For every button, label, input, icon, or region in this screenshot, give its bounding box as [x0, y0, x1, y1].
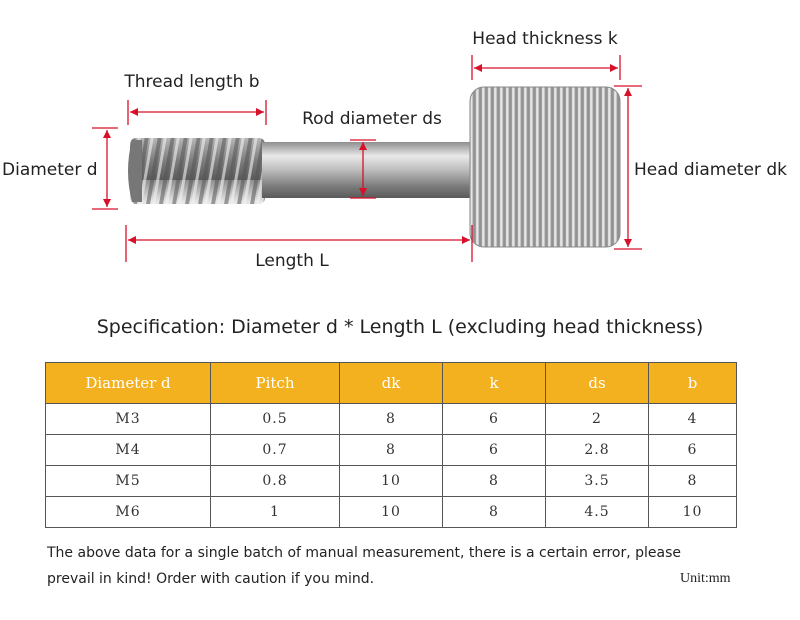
label-head-diameter: Head diameter dk	[634, 160, 787, 180]
cell-k: 6	[442, 403, 546, 435]
note-line-2: prevail in kind! Order with caution if y…	[47, 571, 375, 587]
label-head-thickness: Head thickness k	[472, 29, 618, 49]
spec-table: Diameter d Pitch dk k ds b M3 0.5 8 6 2 …	[45, 362, 737, 528]
table-row: M3 0.5 8 6 2 4	[45, 403, 737, 435]
cell-k: 8	[442, 496, 546, 528]
cell-pitch: 0.5	[210, 403, 340, 435]
note-line-1: The above data for a single batch of man…	[47, 545, 682, 561]
label-thread-length: Thread length b	[123, 72, 259, 92]
cell-b: 8	[648, 465, 737, 497]
header-k: k	[442, 362, 546, 404]
cell-dk: 8	[339, 434, 443, 466]
cell-pitch: 1	[210, 496, 340, 528]
table-row: M5 0.8 10 8 3.5 8	[45, 465, 737, 497]
header-b: b	[648, 362, 737, 404]
unit-label: Unit:mm	[680, 571, 731, 586]
cell-dk: 8	[339, 403, 443, 435]
header-dk: dk	[339, 362, 443, 404]
disclaimer-note: The above data for a single batch of man…	[47, 540, 747, 592]
cell-diameter: M5	[45, 465, 211, 497]
cell-b: 10	[648, 496, 737, 528]
label-rod-diameter: Rod diameter ds	[302, 109, 442, 129]
cell-diameter: M3	[45, 403, 211, 435]
header-pitch: Pitch	[210, 362, 340, 404]
screw-image	[128, 86, 621, 248]
header-diameter: Diameter d	[45, 362, 211, 404]
cell-dk: 10	[339, 465, 443, 497]
screw-diagram: Head thickness k Thread length b Rod dia…	[2, 29, 787, 271]
table-header-row: Diameter d Pitch dk k ds b	[45, 362, 737, 404]
cell-pitch: 0.7	[210, 434, 340, 466]
cell-dk: 10	[339, 496, 443, 528]
spec-title: Specification: Diameter d * Length L (ex…	[96, 316, 704, 338]
dimension-lines	[92, 55, 642, 262]
label-diameter: Diameter d	[2, 160, 98, 180]
cell-pitch: 0.8	[210, 465, 340, 497]
header-ds: ds	[545, 362, 649, 404]
cell-k: 8	[442, 465, 546, 497]
cell-k: 6	[442, 434, 546, 466]
table-row: M4 0.7 8 6 2.8 6	[45, 434, 737, 466]
label-length: Length L	[255, 251, 329, 271]
cell-ds: 4.5	[545, 496, 649, 528]
cell-ds: 3.5	[545, 465, 649, 497]
cell-ds: 2	[545, 403, 649, 435]
cell-b: 4	[648, 403, 737, 435]
cell-b: 6	[648, 434, 737, 466]
cell-diameter: M6	[45, 496, 211, 528]
table-row: M6 1 10 8 4.5 10	[45, 496, 737, 528]
cell-ds: 2.8	[545, 434, 649, 466]
cell-diameter: M4	[45, 434, 211, 466]
